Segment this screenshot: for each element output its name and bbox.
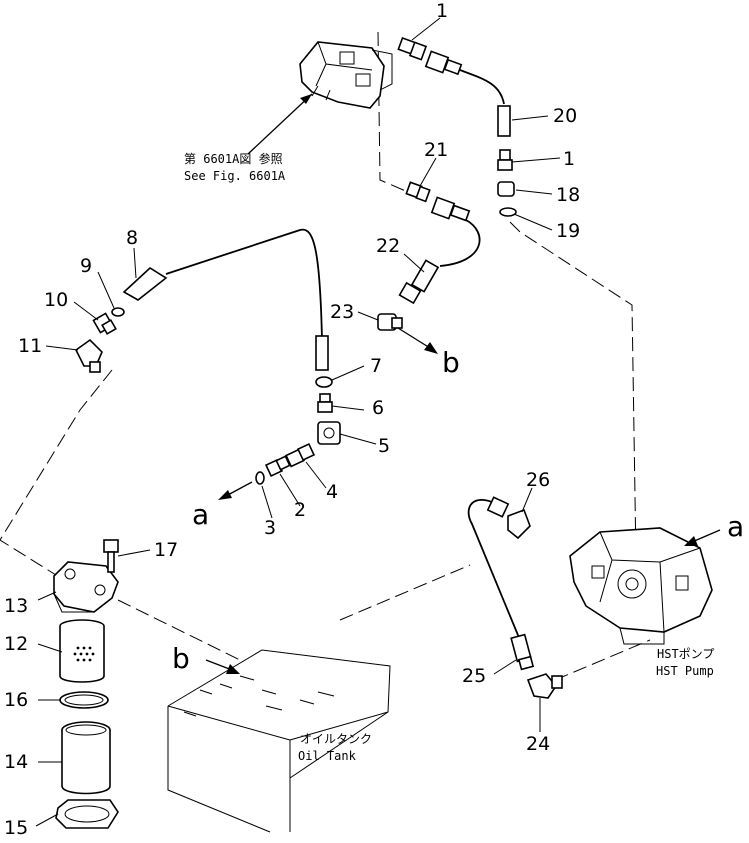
elbow-11 [74, 338, 103, 373]
block-5 [317, 421, 341, 445]
arrow-a-right [691, 529, 721, 543]
label-part-25: 25 [462, 665, 486, 687]
hose-top-right [459, 69, 505, 105]
ring-7 [315, 376, 333, 388]
arrow-a-left [225, 481, 253, 497]
connector-4 [285, 442, 316, 468]
label-part-24: 24 [526, 733, 550, 755]
label-part-7: 7 [370, 355, 382, 377]
label-part-11: 11 [18, 335, 42, 357]
marker-a-right: a [727, 510, 744, 543]
hose-end-top [424, 50, 463, 76]
ref-leader [247, 93, 313, 155]
hose-22 [439, 219, 481, 267]
connection-letters: b a b a [172, 346, 744, 675]
marker-b-bottom: b [172, 642, 190, 675]
label-part-13: 13 [4, 595, 28, 617]
label-part-8: 8 [126, 227, 138, 249]
label-part-3: 3 [264, 517, 276, 539]
label-part-19: 19 [556, 220, 580, 242]
marker-b-top: b [442, 346, 460, 379]
hose-25 [467, 499, 521, 641]
case-14 [61, 721, 111, 795]
label-part-17: 17 [154, 539, 178, 561]
hst-pump [569, 527, 713, 645]
filter-head-13 [53, 561, 119, 613]
label-part-26: 26 [526, 469, 550, 491]
label-part-9: 9 [80, 255, 92, 277]
fitting-26 [486, 496, 531, 540]
fitting-1-right [497, 149, 513, 171]
label-part-18: 18 [556, 184, 580, 206]
label-part-15: 15 [4, 817, 28, 838]
hose-end-8-right [315, 335, 329, 371]
hose-end-21 [430, 196, 471, 222]
leader-lines [35, 17, 561, 827]
pump-note-jp: HSTポンプ [657, 647, 714, 661]
label-part-20: 20 [553, 105, 577, 127]
label-part-10: 10 [44, 289, 68, 311]
fitting-21 [405, 181, 431, 203]
label-part-2: 2 [294, 499, 306, 521]
label-part-22: 22 [376, 235, 400, 257]
label-part-12: 12 [4, 633, 28, 655]
marker-a-left: a [192, 498, 209, 531]
hose-8 [165, 228, 323, 341]
ref-note-jp: 第 6601A図 参照 [184, 151, 283, 166]
connector-2 [264, 455, 291, 478]
arrow-b-bottom [205, 659, 233, 671]
label-part-1-top: 1 [436, 0, 448, 22]
elbow-24 [526, 673, 563, 699]
label-part-23: 23 [330, 301, 354, 323]
label-part-4: 4 [326, 481, 338, 503]
label-part-6: 6 [372, 397, 384, 419]
plate-15 [55, 799, 119, 829]
label-part-1-right: 1 [563, 148, 575, 170]
fitting-1-top [397, 36, 428, 61]
hose-end-20 [497, 105, 511, 137]
gasket-16 [59, 691, 109, 709]
o-ring-9 [111, 307, 125, 317]
fitting-6 [317, 393, 333, 413]
bolt-17 [103, 539, 119, 573]
pump-note-en: HST Pump [656, 664, 714, 678]
part-labels: 1 20 1 18 19 21 22 23 8 9 10 11 7 6 5 4 … [4, 0, 580, 839]
tank-note-jp: オイルタンク [300, 732, 372, 746]
ref-note-en: See Fig. 6601A [184, 169, 286, 183]
arrow-b-top [397, 327, 431, 349]
control-valve [299, 41, 393, 109]
label-part-14: 14 [4, 751, 28, 773]
hose-end-8-left [122, 266, 168, 301]
label-part-16: 16 [4, 689, 28, 711]
tee-23 [377, 313, 403, 331]
hose-end-25 [510, 633, 535, 671]
label-part-21: 21 [424, 139, 448, 161]
filter-element-12 [59, 619, 105, 683]
o-ring-19 [499, 207, 517, 217]
label-part-5: 5 [378, 435, 390, 457]
adapter-18 [497, 181, 515, 197]
dashed-routes [0, 31, 651, 681]
connector-10 [92, 312, 117, 335]
tank-note-en: Oil Tank [298, 749, 357, 763]
o-ring-3 [255, 471, 265, 485]
hose-end-22 [398, 259, 440, 305]
